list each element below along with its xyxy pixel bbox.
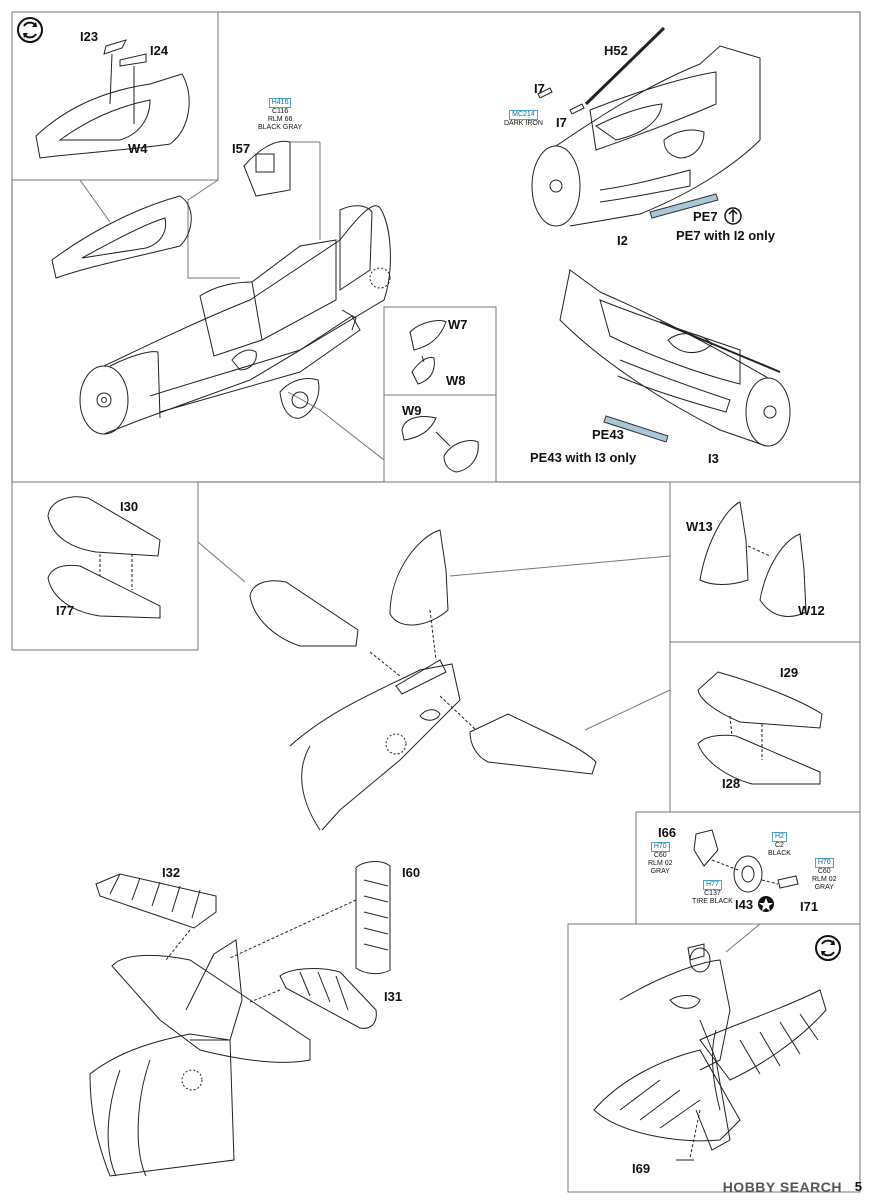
label-w12: W12 — [798, 603, 825, 618]
color-callout-h2: H2 C2 BLACK — [768, 832, 791, 857]
watermark: HOBBY SEARCH — [722, 1179, 842, 1195]
photo-etch-icon — [724, 207, 742, 225]
inset-i29-frame — [669, 641, 861, 813]
inset-i30-frame — [11, 481, 199, 651]
label-i29: I29 — [780, 665, 799, 680]
label-i66: I66 — [658, 825, 677, 840]
label-i31: I31 — [384, 989, 403, 1004]
fuselage-left — [79, 205, 391, 435]
label-i69: I69 — [632, 1161, 651, 1176]
label-w8: W8 — [446, 373, 466, 388]
label-i24: I24 — [150, 43, 169, 58]
engine-cowl-upper — [531, 26, 761, 227]
label-i7-b: I7 — [556, 115, 567, 130]
label-pe43: PE43 — [592, 427, 624, 442]
label-w9: W9 — [402, 403, 422, 418]
label-i57: I57 — [232, 141, 251, 156]
label-i43: I43 — [735, 897, 754, 912]
label-w4: W4 — [128, 141, 148, 156]
label-i77: I77 — [56, 603, 75, 618]
label-i30: I30 — [120, 499, 139, 514]
page-number: 5 — [854, 1179, 862, 1194]
label-pe7: PE7 — [693, 209, 718, 224]
label-i7-a: I7 — [534, 81, 545, 96]
color-callout-i7: MC214 DARK IRON — [504, 110, 543, 127]
inset-w4-frame — [11, 11, 219, 181]
label-i32: I32 — [162, 865, 181, 880]
inset-w13-frame — [669, 481, 861, 643]
label-w7: W7 — [448, 317, 468, 332]
inset-tail-frame — [567, 923, 861, 1193]
color-callout-i57: H416 C116 RLM 66 BLACK GRAY — [258, 98, 303, 131]
label-h52: H52 — [604, 43, 628, 58]
rotate-icon — [815, 935, 841, 961]
color-callout-h70-right: H70 C60 RLM 02 GRAY — [812, 858, 837, 891]
inset-w9-frame — [383, 394, 497, 483]
label-i71: I71 — [800, 899, 819, 914]
label-i60: I60 — [402, 865, 421, 880]
label-i2: I2 — [617, 233, 628, 248]
note-pe7: PE7 with I2 only — [676, 228, 775, 243]
label-i3: I3 — [708, 451, 719, 466]
engine-cowl-lower — [559, 269, 791, 447]
label-i28: I28 — [722, 776, 741, 791]
rotate-icon — [17, 17, 43, 43]
label-i23: I23 — [80, 29, 99, 44]
label-w13: W13 — [686, 519, 713, 534]
note-pe43: PE43 with I3 only — [530, 450, 637, 465]
color-callout-h70-left: H70 C60 RLM 02 GRAY — [648, 842, 673, 875]
top-panel-frame — [11, 11, 861, 483]
star-icon — [758, 896, 774, 912]
color-callout-h77: H77 C137 TIRE BLACK — [692, 880, 733, 905]
